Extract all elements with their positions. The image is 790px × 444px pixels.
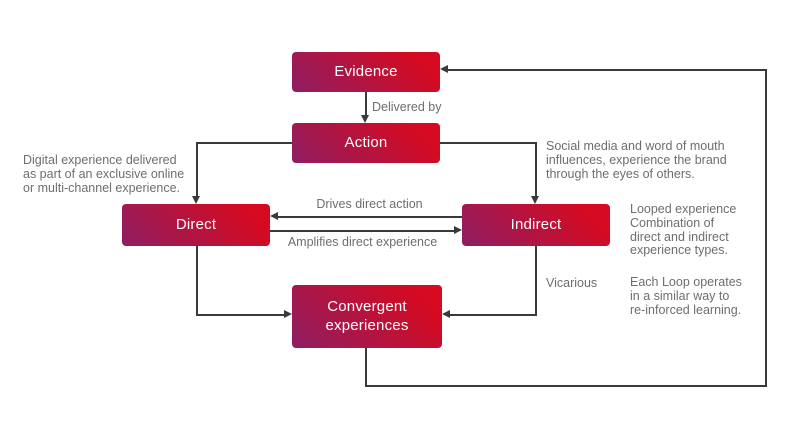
annotation-each-loop: Each Loop operates in a similar way to r…	[630, 275, 742, 317]
arrowhead-left-icon	[442, 310, 450, 318]
node-indirect: Indirect	[462, 204, 610, 246]
arrowhead-down-icon	[531, 196, 539, 204]
connector-action-indirect-h	[440, 142, 537, 144]
connector-action-direct-v	[196, 142, 198, 196]
edge-label-drives-direct-action: Drives direct action	[316, 197, 423, 211]
connector-action-indirect-v	[535, 142, 537, 196]
connector-direct-indirect	[270, 230, 455, 232]
connector-evidence-action	[365, 92, 367, 116]
arrowhead-down-icon	[361, 115, 369, 123]
arrowhead-right-icon	[454, 226, 462, 234]
connector-indirect-convergent-h	[450, 314, 536, 316]
arrowhead-right-icon	[284, 310, 292, 318]
connector-direct-convergent-h	[196, 314, 284, 316]
connector-action-direct-h	[197, 142, 292, 144]
arrowhead-left-icon	[270, 212, 278, 220]
edge-label-amplifies-direct-experience: Amplifies direct experience	[287, 235, 438, 249]
edge-label-vicarious: Vicarious	[546, 276, 598, 290]
annotation-looped-experience: Looped experience Combination of direct …	[630, 202, 737, 258]
annotation-digital-experience: Digital experience delivered as part of …	[23, 153, 185, 195]
node-convergent-experiences: Convergent experiences	[292, 285, 442, 348]
loop-right	[765, 69, 767, 387]
loop-convergent-down	[365, 348, 367, 387]
node-direct: Direct	[122, 204, 270, 246]
loop-bottom	[365, 385, 767, 387]
node-evidence: Evidence	[292, 52, 440, 92]
node-action: Action	[292, 123, 440, 163]
connector-direct-convergent-v	[196, 246, 198, 316]
connector-indirect-direct	[277, 216, 462, 218]
connector-indirect-convergent-v	[535, 246, 537, 316]
edge-label-delivered-by: Delivered by	[372, 100, 442, 114]
annotation-social-media: Social media and word of mouth influence…	[546, 139, 727, 181]
arrowhead-down-icon	[192, 196, 200, 204]
loop-top	[446, 69, 767, 71]
arrowhead-left-icon	[440, 65, 448, 73]
